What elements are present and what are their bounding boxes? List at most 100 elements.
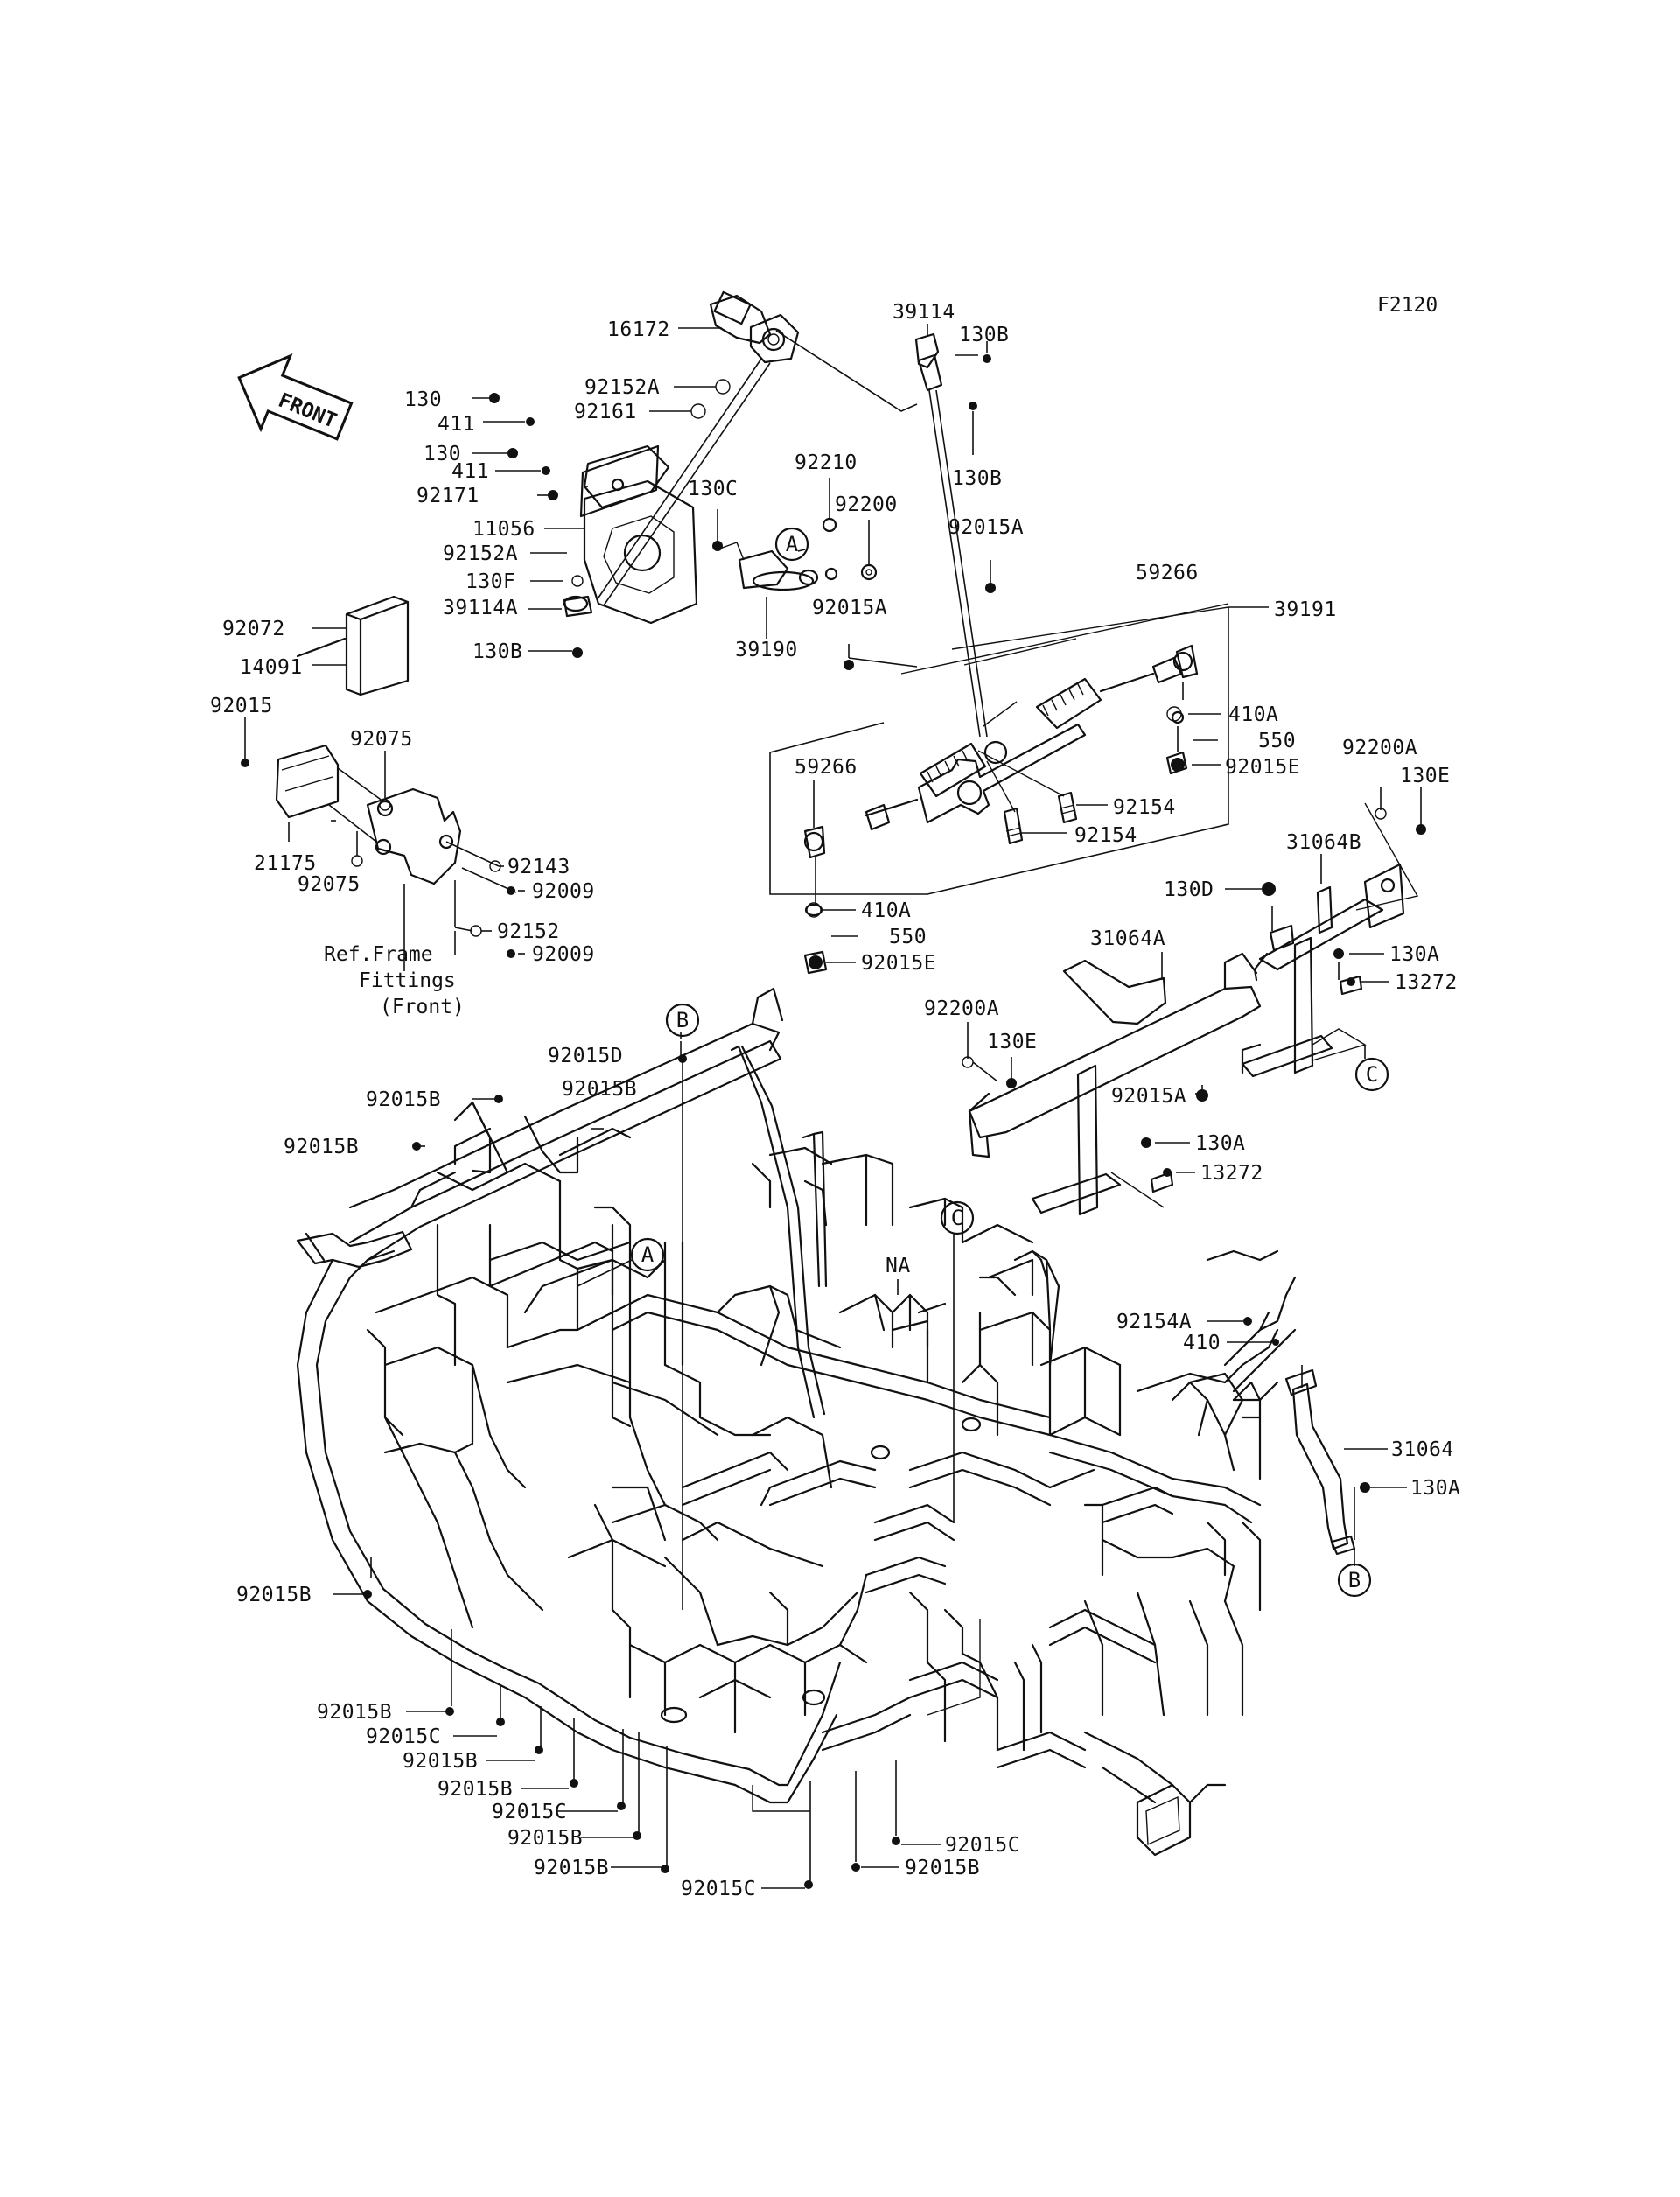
part-label: 130B — [472, 640, 522, 663]
part-label: 92015B — [534, 1857, 609, 1879]
part-label: 410 — [1183, 1332, 1221, 1354]
part-label: 410A — [861, 899, 911, 922]
part-label: 92200A — [1342, 737, 1418, 759]
part-label: 130C — [688, 478, 738, 500]
part-label: 92200A — [924, 997, 999, 1020]
callout-B-bracket: B — [1337, 1563, 1372, 1598]
part-label: 92015B — [402, 1750, 478, 1773]
leader-lines — [241, 324, 1422, 1889]
part-label: 92015A — [948, 516, 1024, 539]
callout-letter: C — [1366, 1062, 1378, 1087]
part-label: 92072 — [222, 618, 285, 640]
part-label: 130F — [466, 570, 515, 593]
part-label: 92161 — [574, 401, 637, 423]
part-label: 92015C — [492, 1801, 567, 1823]
callout-B-frame: B — [665, 1003, 700, 1038]
part-label: 92015A — [812, 597, 887, 619]
part-label: 92210 — [794, 451, 858, 474]
part-label: 39190 — [735, 639, 798, 661]
ref-note-line-1: Ref.Frame — [324, 943, 433, 966]
part-label: 130 — [404, 388, 442, 411]
part-label: 16172 — [607, 318, 670, 341]
part-label: 13272 — [1200, 1162, 1264, 1185]
callout-A-frame: A — [577, 1237, 665, 1287]
callout-C-crossmember: C — [1354, 1057, 1390, 1092]
part-label: 92015C — [945, 1834, 1020, 1857]
part-label: 92015A — [1111, 1085, 1186, 1108]
callout-letter: A — [641, 1242, 654, 1267]
part-label: 92009 — [532, 880, 595, 903]
part-label: 410A — [1228, 703, 1278, 726]
part-label: 39114 — [892, 301, 956, 324]
part-label: 92143 — [508, 856, 570, 878]
part-label: 39191 — [1274, 598, 1337, 621]
part-label: 130A — [1390, 943, 1439, 966]
callout-letter: B — [676, 1008, 689, 1032]
part-label: 92015C — [681, 1878, 756, 1900]
part-label: 92075 — [350, 728, 413, 751]
control-unit-21175 — [275, 744, 517, 971]
part-label: 92015B — [562, 1078, 637, 1101]
part-label: 92015B — [438, 1778, 513, 1801]
part-label: 130A — [1410, 1477, 1460, 1500]
part-label: 92015B — [905, 1857, 980, 1879]
part-label: 92075 — [298, 873, 360, 896]
part-label: 92015B — [284, 1136, 359, 1158]
diagram-code: F2120 — [1377, 294, 1438, 317]
reference-note: Ref.Frame Fittings (Front) — [324, 943, 465, 1018]
part-label: 39114A — [443, 597, 518, 619]
callout-C-frame: C — [940, 1200, 975, 1235]
electronic-module-14091 — [296, 595, 410, 696]
part-label: 59266 — [794, 756, 858, 779]
steering-column-assembly — [563, 290, 800, 625]
part-labels: 16172 92152A 92161 130 411 130 411 92171… — [210, 301, 1460, 1900]
callout-letter: B — [1348, 1568, 1361, 1592]
callout-letter: C — [951, 1206, 963, 1230]
part-label: 411 — [438, 413, 475, 436]
steering-joint-bracket — [717, 517, 878, 591]
ref-note-line-3: (Front) — [380, 996, 465, 1018]
callout-letter: A — [786, 532, 799, 556]
part-label: 92152A — [584, 376, 660, 399]
bracket-31064 — [1284, 1365, 1356, 1556]
part-label: 92015E — [861, 952, 936, 975]
part-label: 92200 — [835, 493, 898, 516]
part-label: 14091 — [240, 656, 303, 679]
part-label: 92015 — [210, 695, 273, 717]
part-label: 92015B — [366, 1088, 441, 1111]
part-label: 130D — [1164, 878, 1214, 901]
part-label: 59266 — [1136, 562, 1199, 584]
ref-note-line-2: Fittings — [359, 969, 456, 992]
part-label: 31064A — [1090, 927, 1166, 950]
part-label: 92154 — [1113, 796, 1176, 819]
part-label: 92015B — [236, 1584, 312, 1606]
part-label: 92009 — [532, 943, 595, 966]
front-arrow-icon: FRONT — [237, 353, 354, 441]
bracket-plate-11056 — [579, 444, 660, 518]
part-label: 92171 — [416, 485, 480, 507]
part-label: 550 — [1258, 730, 1296, 752]
part-label: 31064B — [1286, 831, 1362, 854]
part-label: 130E — [987, 1031, 1037, 1053]
part-label: 92154 — [1074, 824, 1138, 847]
part-label: 130B — [959, 324, 1009, 346]
part-label: 92015B — [508, 1827, 583, 1850]
part-label: 31064 — [1391, 1438, 1454, 1461]
part-label: 92154A — [1116, 1311, 1192, 1333]
part-label: 92015C — [366, 1725, 441, 1748]
part-label: 92015B — [317, 1701, 392, 1724]
part-label: 21175 — [254, 852, 317, 875]
part-label: 130B — [952, 467, 1002, 490]
part-label: 130 — [424, 443, 461, 465]
part-label: 92152 — [497, 920, 560, 943]
universal-joint-upper — [914, 332, 988, 738]
fasteners — [351, 354, 1426, 1889]
part-label: NA — [886, 1255, 911, 1277]
part-label: 92152A — [443, 542, 518, 565]
main-frame — [296, 987, 1297, 1857]
crossmember-31064 — [968, 863, 1405, 1216]
part-label: 92015D — [548, 1045, 623, 1067]
part-label: 411 — [452, 460, 489, 483]
part-label: 130A — [1195, 1132, 1245, 1155]
